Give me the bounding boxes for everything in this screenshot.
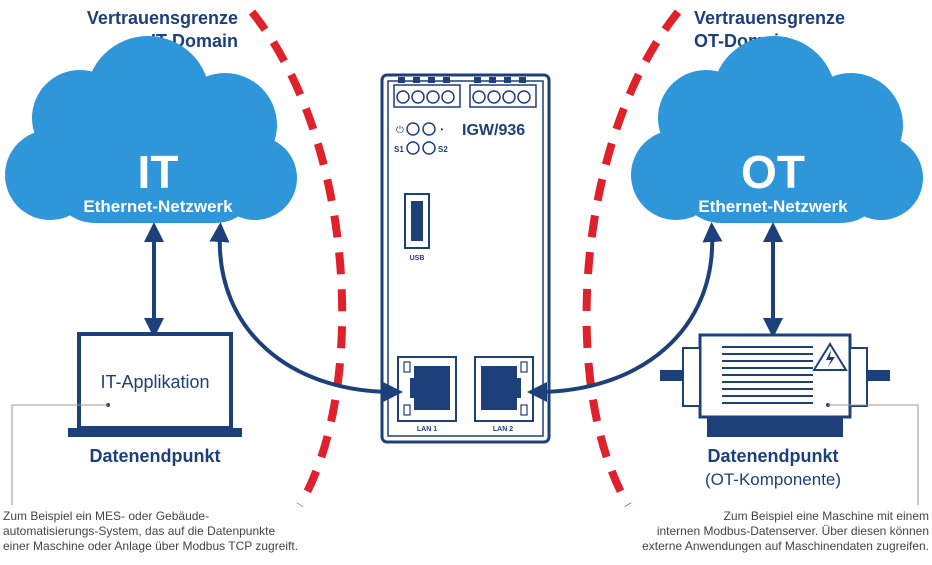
it-trust-boundary-line	[248, 9, 347, 508]
it-note-line-3: einer Maschine oder Anlage über Modbus T…	[3, 539, 298, 553]
it-note-line-2: automatisierungs-System, das auf die Dat…	[3, 524, 275, 538]
laptop-screen-text: IT-Applikation	[100, 372, 209, 392]
it-cloud-subtitle: Ethernet-Netzwerk	[83, 197, 233, 216]
terminal-block-left	[393, 77, 461, 108]
gateway-model-label: IGW/936	[462, 122, 525, 139]
led-s1-label: S1	[394, 145, 404, 154]
ot-note-line-3: externe Anwendungen auf Maschinendaten z…	[642, 539, 929, 553]
wifi-icon: ◔	[438, 125, 444, 136]
lan2-port	[474, 356, 534, 422]
ot-cloud-subtitle: Ethernet-Netzwerk	[698, 197, 848, 216]
ot-trust-boundary-line	[582, 9, 682, 508]
led-2	[422, 122, 436, 136]
lan1-port	[397, 356, 457, 422]
ot-cloud-title: OT	[741, 146, 805, 198]
it-cloud	[5, 36, 297, 223]
ot-cloud-to-lan2-arrow	[527, 222, 723, 402]
ot-note-leader-line	[828, 404, 919, 505]
led-s2-label: S2	[438, 145, 448, 154]
ot-boundary-title-line1: Vertrauensgrenze	[694, 8, 845, 28]
it-endpoint-label: Datenendpunkt	[89, 446, 220, 466]
lan2-label: LAN 2	[493, 426, 513, 433]
it-note-line-1: Zum Beispiel ein MES- oder Gebäude-	[3, 509, 209, 523]
usb-label: USB	[410, 255, 425, 262]
laptop-icon	[68, 332, 242, 437]
it-cloud-title: IT	[138, 146, 179, 198]
ot-endpoint-label: Datenendpunkt	[707, 446, 838, 466]
it-boundary-title-line1: Vertrauensgrenze	[87, 8, 238, 28]
power-icon: ⏻	[396, 125, 404, 136]
it-cloud-to-lan1-arrow	[209, 222, 403, 402]
led-power	[406, 122, 420, 136]
led-s2	[422, 141, 436, 155]
ot-endpoint-sublabel: (OT-Komponente)	[705, 470, 841, 489]
machine-icon	[660, 333, 890, 437]
ot-cloud	[631, 36, 923, 223]
gateway-device: ⏻ ◔ S1 S2 IGW/936 USB LAN 1 LAN 2	[380, 73, 551, 444]
ot-note-line-1: Zum Beispiel eine Maschine mit einem	[724, 509, 929, 523]
terminal-block-right	[469, 77, 537, 108]
led-s1	[406, 141, 420, 155]
it-note-leader-line	[11, 404, 108, 505]
ot-note-line-2: internen Modbus-Datenserver. Über diesen…	[657, 524, 929, 538]
lan1-label: LAN 1	[417, 426, 437, 433]
